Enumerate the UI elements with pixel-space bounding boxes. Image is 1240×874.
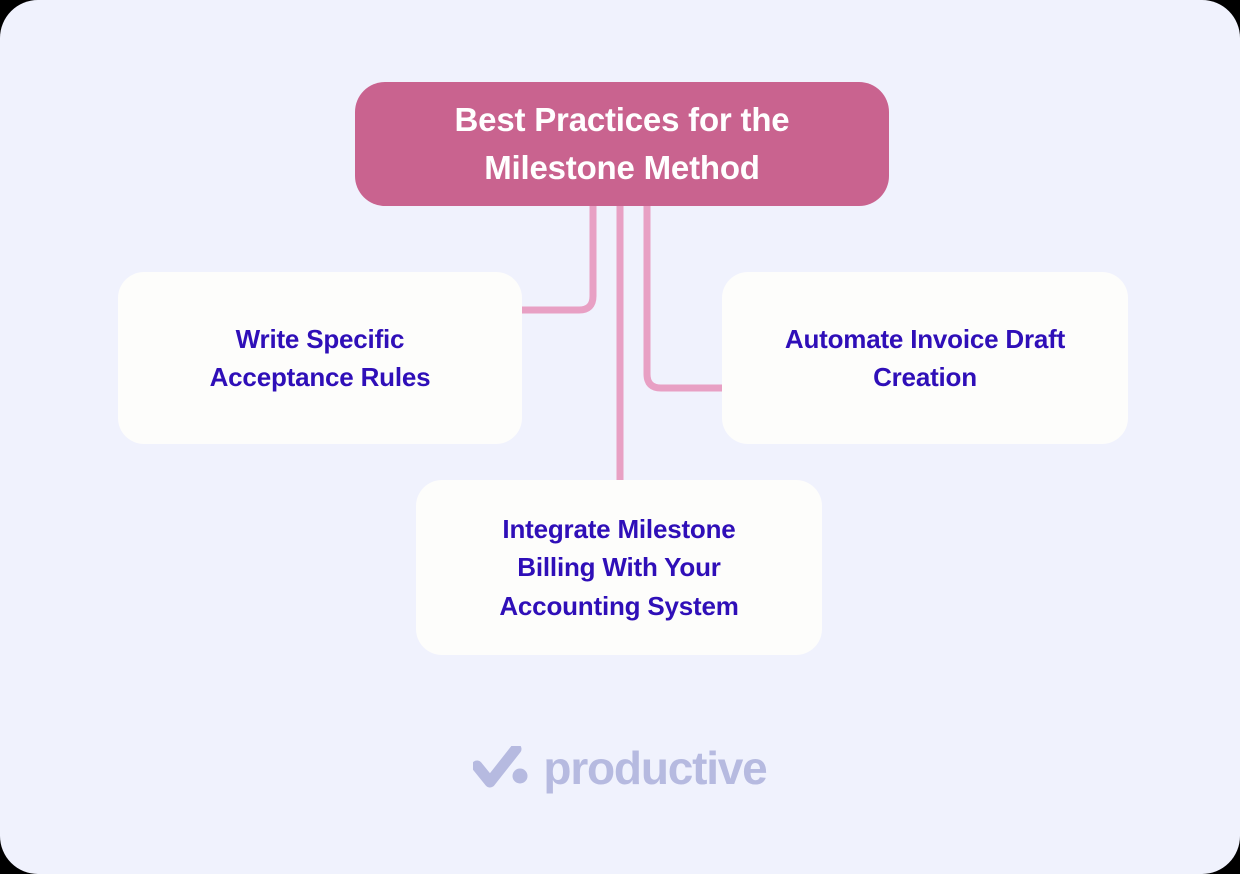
branch-card-label-line1: Integrate Milestone: [502, 513, 736, 544]
footer-logo: productive: [0, 735, 1240, 801]
branch-card-label-line1: Automate Invoice Draft: [784, 323, 1066, 354]
check-dot-icon: [473, 746, 528, 788]
logo-wordmark: productive: [543, 742, 767, 794]
branch-card-label-line2: Creation: [873, 362, 977, 392]
root-node-title-line2: Milestone Method: [484, 149, 760, 186]
root-node-title-line1: Best Practices for the: [454, 100, 790, 138]
branch-card-label-line1: Write Specific: [235, 323, 405, 354]
branch-card-label-line2: Billing With Your: [517, 552, 721, 583]
branch-card-label-line2: Acceptance Rules: [209, 362, 431, 392]
branch-card-label-line3: Accounting System: [499, 590, 739, 621]
